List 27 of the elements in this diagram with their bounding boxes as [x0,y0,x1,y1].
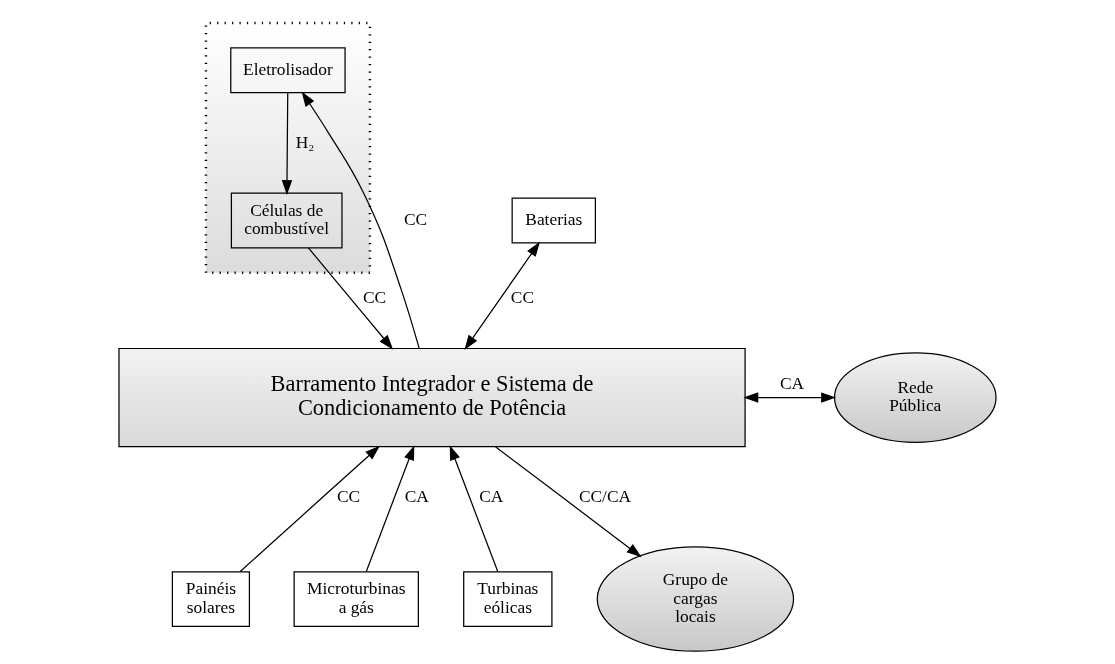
edge-label: CC [403,210,428,230]
node-box: Eletrolisador [230,47,346,94]
node-ellipse: Rede Pública [833,352,997,443]
edge-label: CC [362,287,387,307]
edge-label: H₂ [295,132,315,152]
arrow [365,445,415,573]
arrow [449,445,499,573]
edge-label: CC [510,287,534,307]
edge-label: CC/CA [578,486,632,506]
arrow [743,392,837,403]
node-box: Painéis solares [171,571,251,628]
arrow [239,445,380,573]
arrow [301,91,420,350]
edge-label: CA [779,374,805,394]
arrow [307,247,394,350]
arrow [464,241,540,350]
node-box: Baterias [511,197,596,244]
edge-label: CA [404,486,429,506]
edge-label: CA [479,486,504,506]
node-box: Microturbinas a gás [293,571,419,628]
node-box: Barramento Integrador e Sistema de Condicionamento de Potência [118,347,746,448]
arrow [494,446,642,558]
edge-label: CC [336,486,361,506]
node-box: Turbinas eólicas [463,571,553,628]
node-box: Células de combustível [230,192,343,249]
cluster [204,21,372,274]
arrow [281,92,293,196]
